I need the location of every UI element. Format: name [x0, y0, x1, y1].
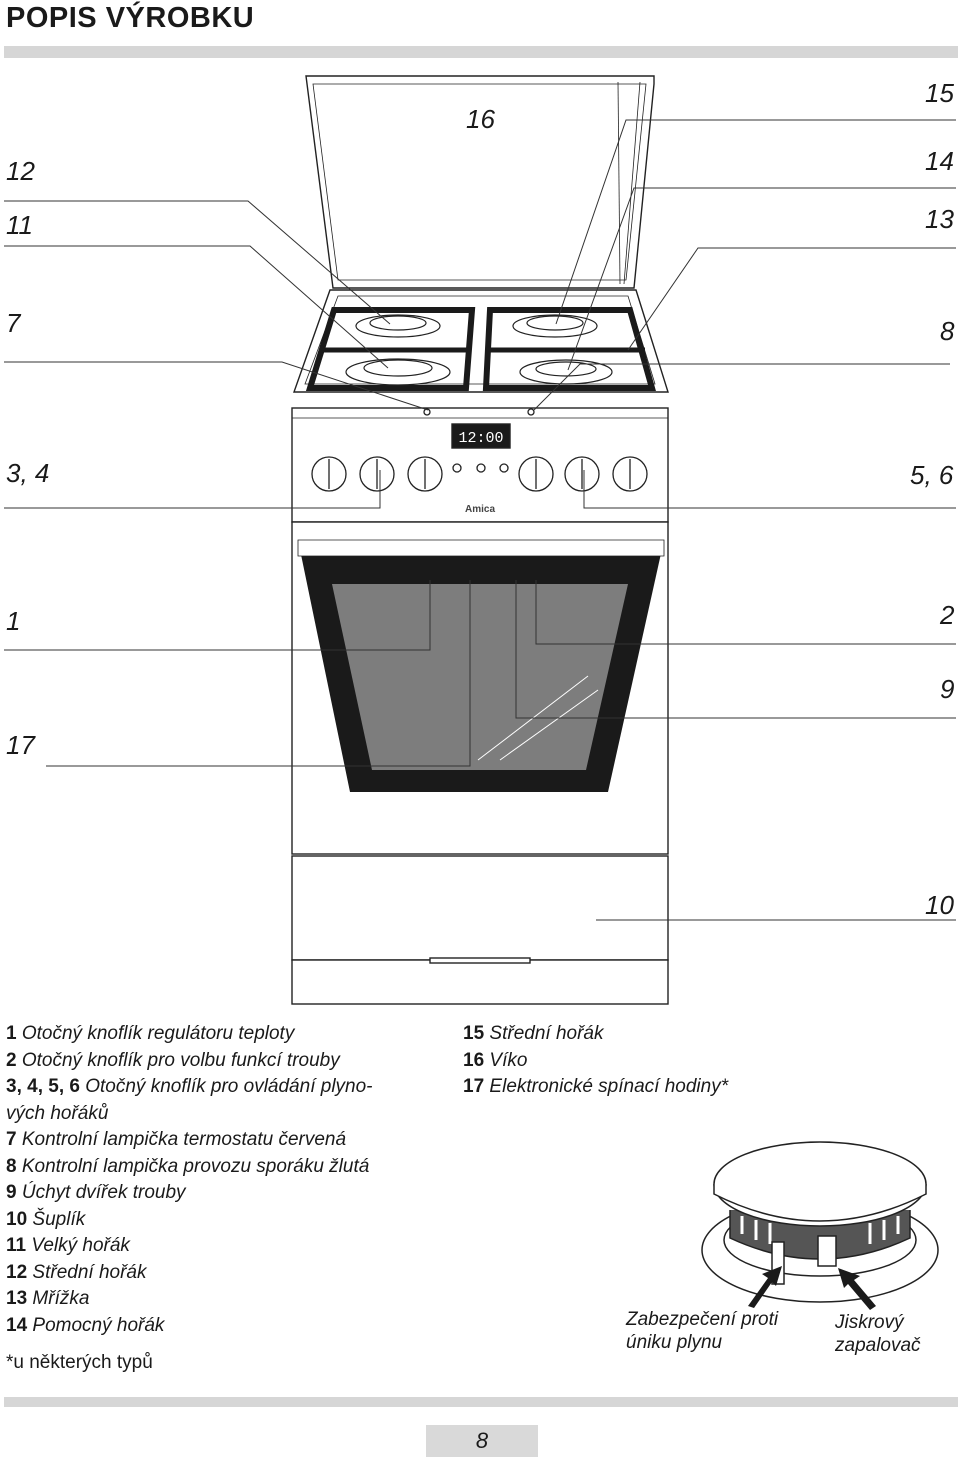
callout-9: 9 [940, 674, 955, 704]
callout-15: 15 [925, 78, 954, 108]
legend-item: 9 Úchyt dvířek trouby [6, 1182, 186, 1203]
callout-16: 16 [466, 104, 495, 134]
page-title: POPIS VÝROBKU [6, 2, 255, 34]
callout-17: 17 [6, 730, 35, 760]
callout-10: 10 [925, 890, 954, 920]
legend-item: 8 Kontrolní lampička provozu sporáku žlu… [6, 1155, 370, 1177]
legend-item: 2 Otočný knoflík pro volbu funkcí trouby [6, 1049, 340, 1071]
clock-display-text: 12:00 [458, 430, 503, 447]
spark-igniter-label: Jiskrový zapalovač [835, 1312, 921, 1356]
footnote: *u některých typů [6, 1352, 153, 1373]
legend-right: 15 Střední hořák 16 Víko 17 Elektronické… [463, 1021, 728, 1101]
pan-support [305, 307, 656, 391]
knobs [311, 408, 648, 492]
lid-outline [305, 75, 655, 289]
callout-8: 8 [940, 316, 955, 346]
gas-leak-protection-label: Zabezpečení proti úniku plynu [626, 1309, 779, 1353]
callout-14: 14 [925, 146, 954, 176]
callout-7: 7 [6, 308, 21, 338]
clock-display-frame [451, 423, 511, 449]
burner-detail-illustration [701, 1141, 939, 1310]
legend-item: 11 Velký hořák [6, 1235, 130, 1256]
legend-item: 15 Střední hořák [463, 1023, 604, 1044]
drawer-outline [291, 855, 669, 961]
callout-11: 11 [6, 210, 33, 240]
footer-divider [4, 1397, 958, 1407]
page-number: 8 [426, 1425, 538, 1457]
legend-item: 10 Šuplík [6, 1208, 86, 1230]
legend-item: vých hořáků [6, 1102, 109, 1124]
drawer-handle [429, 957, 531, 964]
leader-lines [4, 119, 956, 921]
legend-item: 7 Kontrolní lampička termostatu červená [6, 1129, 347, 1150]
legend-item: 1 Otočný knoflík regulátoru teploty [6, 1023, 295, 1044]
callout-13: 13 [925, 204, 954, 234]
callout-5-6: 5, 6 [910, 460, 954, 490]
cooker-diagram: 12:00 Amica [4, 75, 956, 1005]
legend-item: 3, 4, 5, 6 Otočný knoflík pro ovládání p… [6, 1076, 373, 1097]
title-divider [4, 46, 958, 58]
brand-logo: Amica [465, 504, 495, 515]
callout-3-4: 3, 4 [6, 458, 50, 488]
burner-shapes [345, 314, 613, 386]
callout-1: 1 [6, 606, 21, 636]
legend-item: 14 Pomocný hořák [6, 1314, 165, 1336]
legend-item: 13 Mřížka [6, 1288, 90, 1309]
callout-12: 12 [6, 156, 35, 186]
callout-2: 2 [940, 600, 955, 630]
legend-item: 12 Střední hořák [6, 1261, 147, 1283]
legend-item: 16 Víko [463, 1049, 528, 1071]
legend-left: 1 Otočný knoflík regulátoru teploty 2 Ot… [6, 1021, 373, 1339]
legend-item: 17 Elektronické spínací hodiny* [463, 1076, 729, 1097]
